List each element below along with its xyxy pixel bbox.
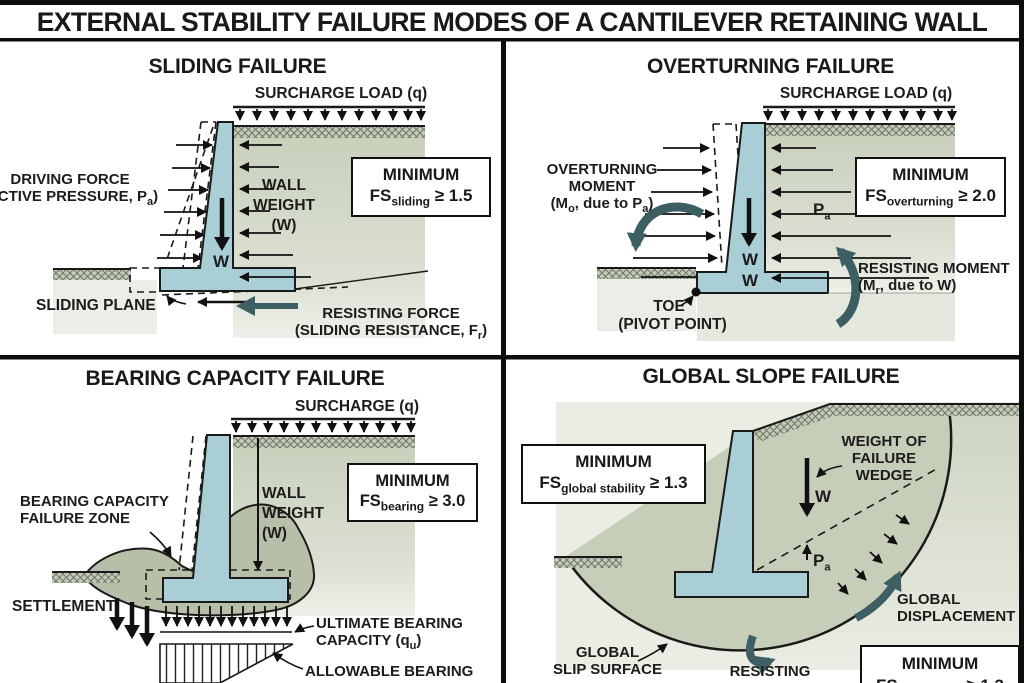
- global-fs-box: MINIMUM FSglobal stability ≥ 1.3: [521, 444, 706, 504]
- settlement-label: SETTLEMENT: [12, 598, 116, 615]
- sliding-w-label: W: [212, 252, 230, 271]
- overturning-w2-label: W: [741, 271, 759, 290]
- global-diagram: [554, 402, 1024, 675]
- page-title: EXTERNAL STABILITY FAILURE MODES OF A CA…: [36, 7, 988, 37]
- resisting-moment-label: RESISTING MOMENT (Mr, due to W): [858, 260, 1010, 297]
- bearing-surcharge-label: SURCHARGE (q): [295, 398, 419, 415]
- bearing-fs-box: MINIMUM FSbearing ≥ 3.0: [347, 463, 478, 522]
- overturning-w1-label: W: [741, 250, 759, 269]
- toe-label: TOE: [653, 298, 685, 315]
- bearing-diagram: [52, 417, 415, 683]
- global-w-label: W: [815, 487, 832, 506]
- ultimate-bearing-label: ULTIMATE BEARING CAPACITY (qu): [316, 615, 463, 652]
- overturning-moment-label: OVERTURNING MOMENT (Mo, due to Pa): [546, 161, 658, 215]
- sliding-wall-weight-label: WALL WEIGHT (W): [253, 177, 315, 235]
- overturning-surcharge-label: SURCHARGE LOAD (q): [779, 85, 953, 102]
- failure-wedge-label: WEIGHT OF FAILURE WEDGE: [841, 433, 927, 484]
- global-fs-box-2: MINIMUM FS≥ 1.3: [860, 645, 1020, 683]
- allowable-bearing-label: ALLOWABLE BEARING: [305, 663, 474, 680]
- overturning-title: OVERTURNING FAILURE: [646, 55, 895, 78]
- overturning-fs-box: MINIMUM FSoverturning ≥ 2.0: [855, 157, 1006, 217]
- overturning-pa-label: Pa: [813, 200, 831, 223]
- global-displacement-label: GLOBAL DISPLACEMENT: [897, 591, 1016, 625]
- sliding-plane-label: SLIDING PLANE: [36, 297, 156, 314]
- sliding-fs-box: MINIMUM FSsliding ≥ 1.5: [351, 157, 491, 217]
- failure-zone-label: BEARING CAPACITY FAILURE ZONE: [20, 493, 169, 527]
- global-pa-label: Pa: [813, 551, 831, 574]
- bearing-wall-weight-label: WALL WEIGHT (W): [262, 485, 324, 543]
- global-resisting-label: RESISTING: [729, 663, 811, 680]
- slip-surface-label: GLOBAL SLIP SURFACE: [553, 644, 662, 678]
- resisting-force-label: RESISTING FORCE (SLIDING RESISTANCE, Fr): [294, 305, 488, 342]
- bearing-title: BEARING CAPACITY FAILURE: [85, 367, 385, 390]
- global-title: GLOBAL SLOPE FAILURE: [642, 365, 900, 388]
- sliding-title: SLIDING FAILURE: [148, 55, 327, 78]
- sliding-surcharge-label: SURCHARGE LOAD (q): [254, 85, 428, 102]
- pivot-point-label: (PIVOT POINT): [618, 316, 727, 333]
- driving-force-label: DRIVING FORCE (ACTIVE PRESSURE, Pa): [0, 171, 159, 208]
